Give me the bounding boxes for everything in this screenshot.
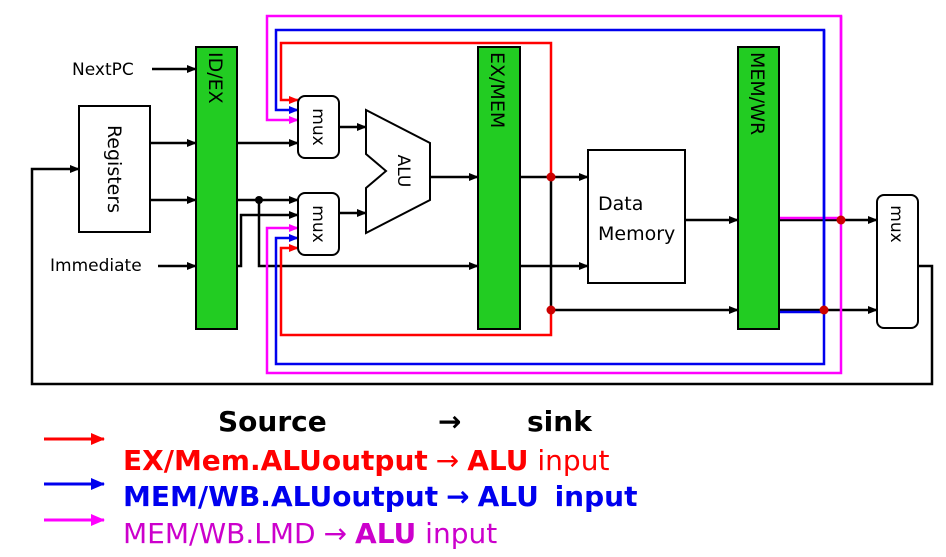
junction-dot	[255, 196, 263, 204]
forwarding-path-wb-alu	[274, 28, 826, 366]
legend-row-red: EX/Mem.ALUoutput→ALU input	[123, 444, 609, 477]
junction-dot	[819, 305, 829, 315]
registers-label: Registers	[103, 125, 125, 213]
data-memory-label-line2: Memory	[598, 223, 675, 245]
mem-wr-label: MEM/WR	[746, 52, 768, 135]
legend-header-sink: sink	[527, 405, 593, 438]
data-memory-block	[587, 149, 686, 284]
registers-block	[78, 105, 151, 233]
legend-row-blue: MEM/WB.ALUoutput→ALU input	[123, 480, 637, 513]
writeback-mux-label: mux	[886, 205, 906, 242]
legend-header-arrow: →	[438, 405, 461, 438]
mux-top-label: mux	[308, 108, 328, 145]
forwarding-path-ex-alu	[279, 41, 553, 337]
mux-bottom	[297, 192, 340, 256]
next-pc-label: NextPC	[72, 60, 134, 80]
junction-dot	[836, 215, 846, 225]
junction-dot	[546, 172, 556, 182]
alu-label: ALU	[393, 155, 413, 188]
legend: Source → sink EX/Mem.ALUoutput→ALU input…	[44, 405, 637, 550]
data-memory-label-line1: Data	[598, 193, 643, 215]
alu	[365, 108, 431, 235]
ex-mem-label: EX/MEM	[486, 52, 508, 128]
junction-dot	[546, 305, 556, 315]
legend-row-magenta: MEM/WB.LMD→ALU input	[123, 517, 497, 550]
ex-mem-register	[477, 46, 521, 330]
immediate-label: Immediate	[50, 256, 142, 276]
legend-header-source: Source	[218, 405, 327, 438]
mem-wr-register	[737, 46, 780, 330]
id-ex-register	[195, 46, 238, 330]
writeback-mux	[876, 194, 919, 329]
mux-bottom-label: mux	[308, 205, 328, 242]
forwarding-path-lmd	[265, 14, 843, 375]
mux-top	[297, 95, 340, 159]
id-ex-label: ID/EX	[204, 52, 226, 104]
